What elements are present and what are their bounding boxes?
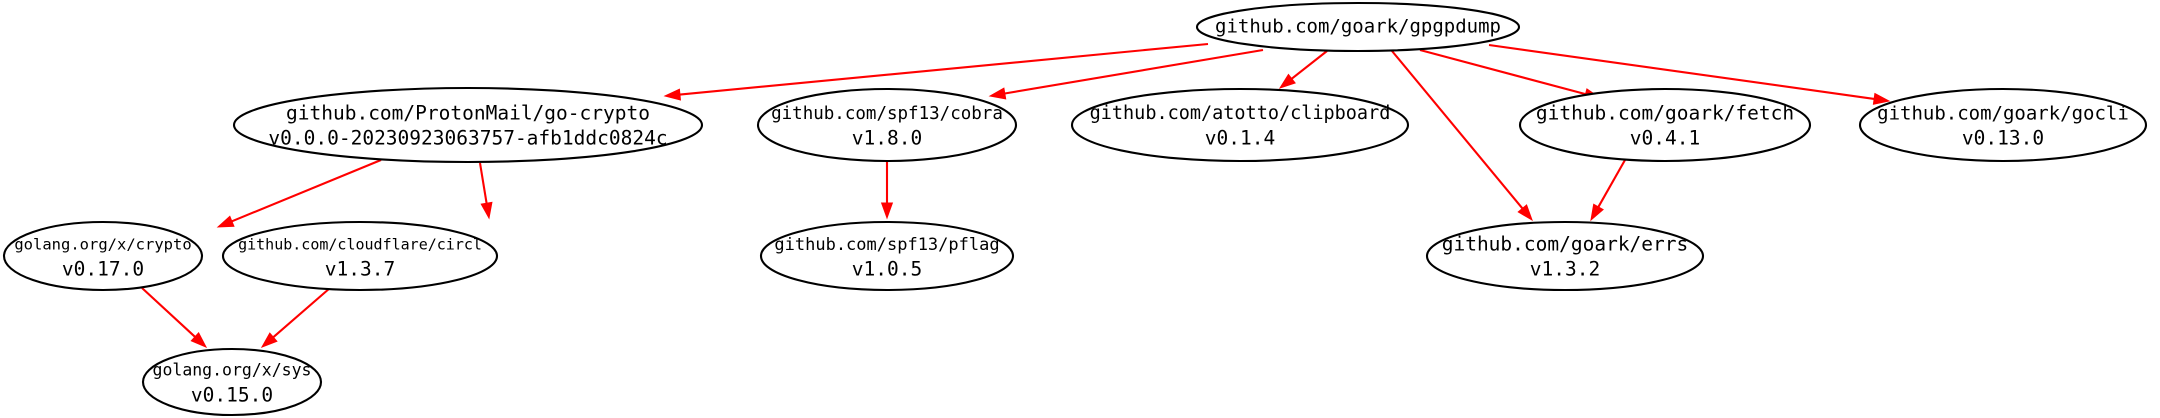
- edge-arrowhead-icon: [216, 215, 235, 228]
- node-ellipse: [141, 347, 323, 417]
- node-module-version: v1.0.5: [852, 258, 922, 281]
- edge-arrowhead-icon: [190, 332, 208, 349]
- edge-line: [1291, 50, 1328, 80]
- edge-line: [1419, 48, 1586, 96]
- node-module-name: github.com/goark/gocli: [1877, 103, 2129, 125]
- node-ellipse: [759, 220, 1015, 292]
- node-ellipse: [2, 220, 204, 292]
- edge-line: [141, 287, 196, 338]
- node-module-name: github.com/goark/gpgpdump: [1215, 16, 1501, 38]
- graph-edge: [1590, 159, 1626, 222]
- graph-edge: [1278, 50, 1328, 89]
- graph-node-gpgpdump[interactable]: github.com/goark/gpgpdump: [1195, 1, 1521, 53]
- node-ellipse: [221, 220, 499, 292]
- graph-edge: [260, 287, 331, 348]
- edge-arrowhead-icon: [480, 201, 493, 220]
- edge-line: [1004, 48, 1264, 95]
- edge-line: [478, 162, 488, 204]
- edge-line: [1597, 159, 1626, 208]
- node-module-version: v0.15.0: [191, 384, 273, 407]
- graph-node-x-crypto[interactable]: golang.org/x/crypto v0.17.0: [2, 220, 204, 292]
- graph-edge: [1391, 50, 1533, 222]
- node-ellipse: [1858, 87, 2148, 163]
- node-module-name: golang.org/x/crypto: [14, 236, 191, 254]
- node-ellipse: [1425, 220, 1705, 292]
- graph-edge: [478, 162, 493, 220]
- edge-arrowhead-icon: [988, 87, 1007, 100]
- edge-line: [1391, 50, 1524, 210]
- node-module-version: v0.1.4: [1205, 127, 1275, 150]
- edge-arrowhead-icon: [1517, 204, 1533, 222]
- node-module-version: v1.3.2: [1530, 258, 1600, 281]
- edge-arrowhead-icon: [1872, 92, 1891, 105]
- node-module-name: github.com/ProtonMail/go-crypto: [286, 102, 650, 125]
- node-module-name: github.com/spf13/pflag: [774, 235, 999, 255]
- node-module-name: github.com/spf13/cobra: [771, 104, 1003, 124]
- node-module-version: v1.3.7: [325, 258, 395, 281]
- graph-edge: [141, 287, 208, 349]
- graph-edge: [216, 159, 382, 228]
- node-ellipse: [1518, 87, 1812, 163]
- node-module-name: github.com/cloudflare/circl: [238, 236, 482, 254]
- node-module-name: github.com/goark/fetch: [1536, 102, 1794, 125]
- graph-node-clipboard[interactable]: github.com/atotto/clipboard v0.1.4: [1070, 87, 1410, 163]
- edge-arrowhead-icon: [260, 332, 278, 348]
- graph-node-go-crypto[interactable]: github.com/ProtonMail/go-cryptov0.0.0-20…: [232, 86, 704, 164]
- edge-line: [231, 159, 382, 223]
- node-module-version: v0.4.1: [1630, 127, 1700, 150]
- node-module-name: github.com/goark/errs: [1442, 233, 1689, 256]
- edge-arrowhead-icon: [1278, 73, 1296, 89]
- node-module-version: v0.13.0: [1962, 127, 2044, 150]
- node-module-version: v1.8.0: [852, 127, 922, 150]
- edge-arrowhead-icon: [1590, 203, 1604, 222]
- edge-line: [272, 287, 331, 338]
- node-ellipse: [1070, 87, 1410, 163]
- graph-node-pflag[interactable]: github.com/spf13/pflag v1.0.5: [759, 220, 1015, 292]
- edge-line: [679, 42, 1209, 96]
- graph-node-circl[interactable]: github.com/cloudflare/circl v1.3.7: [221, 220, 499, 292]
- node-ellipse: [1195, 1, 1521, 53]
- node-module-version: v0.0.0-20230923063757-afb1ddc0824c: [268, 127, 667, 150]
- graph-edge: [988, 48, 1264, 100]
- graph-node-cobra[interactable]: github.com/spf13/cobra v1.8.0: [756, 87, 1018, 163]
- graph-node-x-sys[interactable]: golang.org/x/sys v0.15.0: [141, 347, 323, 417]
- graph-edge: [663, 42, 1209, 101]
- edge-line: [1488, 43, 1875, 100]
- node-module-name: github.com/atotto/clipboard: [1090, 103, 1391, 124]
- node-ellipse: [756, 87, 1018, 163]
- node-module-version: v0.17.0: [62, 258, 144, 281]
- edge-arrowhead-icon: [663, 88, 682, 101]
- node-ellipse: [232, 86, 704, 164]
- graph-edge: [880, 162, 894, 220]
- node-module-name: golang.org/x/sys: [153, 361, 312, 380]
- graph-edge: [1488, 43, 1891, 105]
- edge-arrowhead-icon: [880, 202, 894, 220]
